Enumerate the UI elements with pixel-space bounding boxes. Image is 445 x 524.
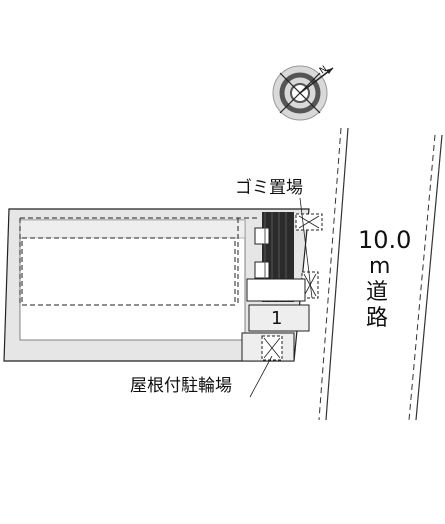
bicycle-parking-label: 屋根付駐輪場 — [130, 376, 232, 396]
road-label-char-1: 道 — [366, 280, 388, 305]
bicycle-parking-callout: 屋根付駐輪場 — [130, 355, 273, 398]
parking-space-number: 1 — [271, 308, 282, 329]
building — [3, 208, 310, 362]
parking-space: 1 — [246, 278, 310, 332]
garbage-area-label: ゴミ置場 — [235, 177, 303, 198]
side-bicycle-box — [301, 271, 319, 299]
garbage-area — [295, 213, 323, 231]
garbage-area-callout: ゴミ置場 — [235, 177, 313, 299]
road-label: 10.0 m 道 路 — [358, 226, 411, 331]
compass-icon: N — [272, 64, 334, 121]
covered-bicycle-parking — [241, 332, 295, 362]
road-edges — [318, 127, 443, 421]
road-label-char-2: 路 — [366, 306, 388, 331]
road-width-value: 10.0 — [358, 226, 411, 254]
north-mark: N — [318, 64, 329, 76]
road-width-unit: m — [369, 254, 390, 279]
